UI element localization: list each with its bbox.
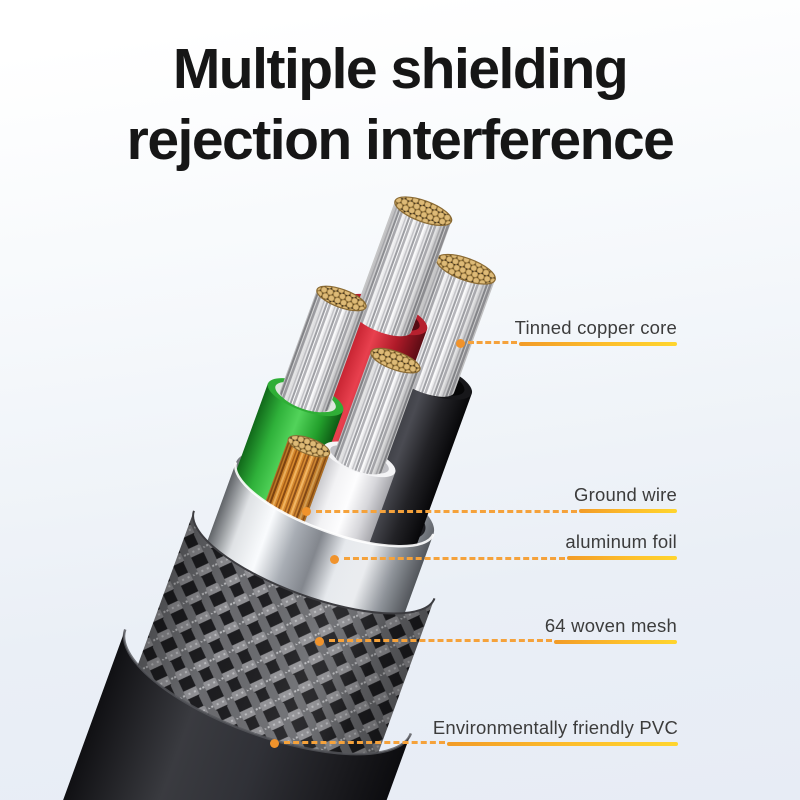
leader-line	[329, 639, 552, 642]
tinned-copper-core-red	[394, 196, 453, 226]
tinned-copper-core-white	[370, 347, 421, 374]
leader-line	[284, 741, 445, 744]
leader-dot	[315, 637, 324, 646]
callout-underline	[567, 556, 677, 560]
callout-underline	[554, 640, 677, 644]
title-line-1: Multiple shielding	[172, 37, 629, 101]
callout-underline	[447, 742, 678, 746]
callout-label: Ground wire	[574, 484, 677, 505]
leader-line	[344, 557, 565, 560]
callout-label: Environmentally friendly PVC	[432, 717, 678, 738]
pvc-jacket	[0, 629, 413, 800]
leader-line	[468, 341, 517, 344]
callout-underline	[519, 342, 677, 346]
woven-mesh	[136, 510, 436, 769]
callout-underline	[579, 509, 677, 513]
leader-dot	[302, 507, 311, 516]
callout-label: aluminum foil	[565, 531, 677, 552]
leader-dot	[330, 555, 339, 564]
tinned-copper-core-green	[316, 285, 367, 312]
leader-line	[316, 510, 577, 513]
title-line-2: rejection interference	[126, 108, 675, 172]
leader-dot	[270, 739, 279, 748]
callout-label: Tinned copper core	[514, 317, 677, 338]
callout-label: 64 woven mesh	[544, 615, 677, 636]
leader-dot	[456, 339, 465, 348]
page-title: Multiple shielding rejection interferenc…	[0, 34, 800, 176]
